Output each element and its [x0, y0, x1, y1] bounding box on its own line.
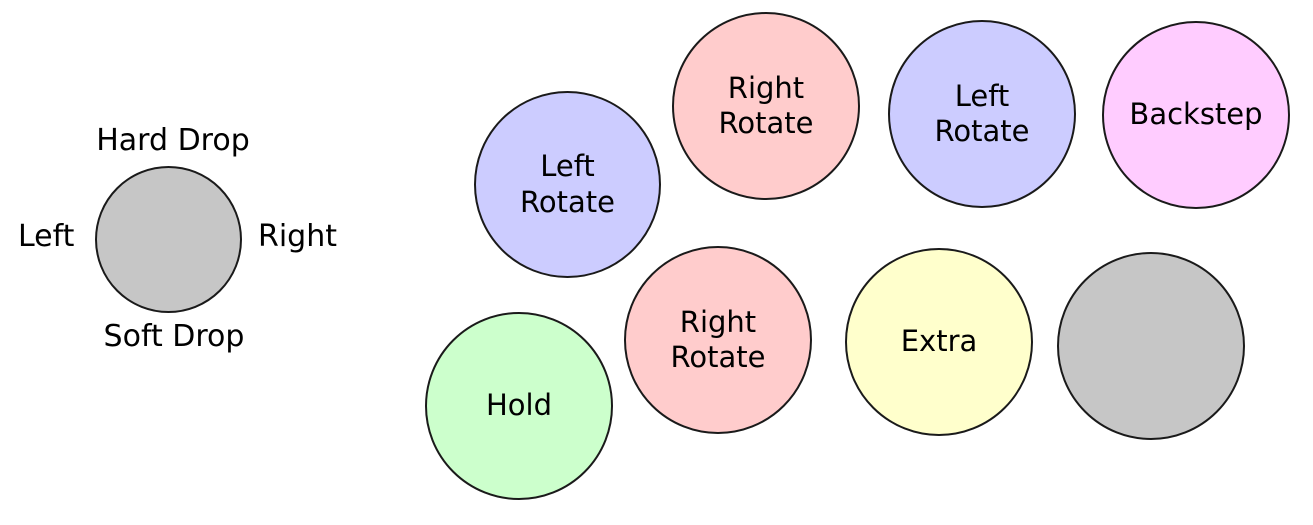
dpad-label-left: Left [18, 219, 75, 254]
button-left-rotate-2[interactable]: Left Rotate [888, 20, 1076, 208]
button-right-rotate-1[interactable]: Right Rotate [672, 12, 860, 200]
button-unassigned[interactable] [1057, 252, 1245, 440]
dpad-label-right: Right [258, 219, 337, 254]
button-backstep[interactable]: Backstep [1102, 21, 1290, 209]
dpad-stick[interactable] [95, 166, 242, 313]
dpad-label-hard-drop: Hard Drop [96, 123, 250, 158]
button-hold[interactable]: Hold [425, 312, 613, 500]
button-left-rotate-1[interactable]: Left Rotate [474, 91, 661, 278]
dpad-label-soft-drop: Soft Drop [103, 319, 245, 354]
button-extra[interactable]: Extra [845, 248, 1033, 436]
button-right-rotate-2[interactable]: Right Rotate [624, 246, 812, 434]
